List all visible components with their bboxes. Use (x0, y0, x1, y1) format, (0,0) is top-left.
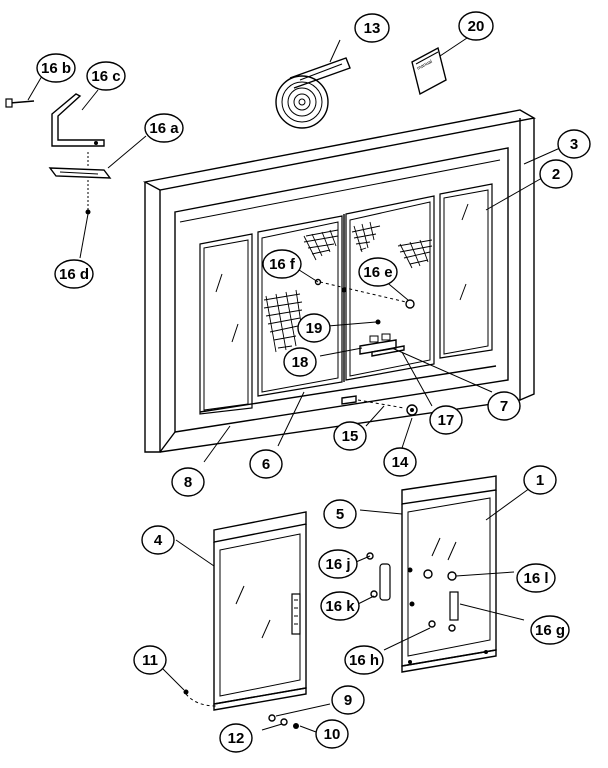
nut-part-12 (280, 718, 288, 726)
callout-19: 19 (297, 313, 331, 343)
screw-part-16d (85, 209, 91, 215)
callout-16c: 16 b (36, 53, 76, 83)
callout-7: 7 (487, 391, 521, 421)
right-door-part-1 (401, 475, 497, 673)
svg-text:16 c: 16 c (91, 68, 120, 85)
callout-11: 11 (133, 645, 167, 675)
svg-text:19: 19 (306, 320, 323, 337)
svg-text:11: 11 (142, 652, 158, 669)
callout-14: 14 (383, 447, 417, 477)
bracket-part-16b (51, 93, 105, 147)
svg-text:9: 9 (344, 692, 352, 709)
callout-16k: 16 k (320, 591, 360, 621)
svg-text:20: 20 (468, 18, 485, 35)
svg-text:3: 3 (570, 136, 578, 153)
callout-16g: 16 g (530, 615, 570, 645)
svg-text:16 g: 16 g (535, 622, 565, 639)
callout-8: 8 (171, 467, 205, 497)
callout-3: 3 (557, 129, 591, 159)
svg-text:16 b: 16 b (41, 60, 71, 77)
svg-text:16 k: 16 k (325, 598, 355, 615)
svg-text:8: 8 (184, 474, 192, 491)
svg-text:manual: manual (416, 59, 433, 72)
callout-16h: 16 h (344, 645, 384, 675)
left-door-part-4 (213, 511, 307, 711)
mesh-screen-pattern (263, 221, 433, 353)
callout-16e: 16 e (358, 257, 398, 287)
screw-part-19 (375, 319, 381, 325)
callout-10: 10 (315, 719, 349, 749)
callout-12: 12 (219, 723, 253, 753)
callout-15: 15 (333, 421, 367, 451)
svg-text:13: 13 (364, 20, 381, 37)
callout-16l: 16 l (516, 563, 556, 593)
svg-text:16 e: 16 e (363, 264, 392, 281)
nut-part-10 (293, 723, 299, 729)
svg-text:16 d: 16 d (59, 266, 89, 283)
svg-text:1: 1 (536, 472, 544, 489)
callout-6: 6 (249, 449, 283, 479)
hinge-parts-16h-16j-16k (366, 552, 459, 632)
callout-4: 4 (141, 525, 175, 555)
svg-text:6: 6 (262, 456, 270, 473)
washer-part-9 (268, 714, 276, 722)
callout-16f: 16 f (262, 249, 302, 279)
callout-16h-text: 16 h (349, 652, 379, 669)
plate-part-16a (48, 167, 112, 179)
handle-slot-part-15 (341, 395, 357, 405)
svg-text:16 f: 16 f (269, 256, 296, 273)
clip-part-17 (371, 345, 405, 357)
callout-16b: 16 c (86, 61, 126, 91)
callout-9: 9 (331, 685, 365, 715)
svg-text:18: 18 (292, 354, 309, 371)
svg-text:17: 17 (438, 412, 455, 429)
svg-text:7: 7 (500, 398, 508, 415)
gasket-roll-part-13 (275, 57, 351, 129)
callout-20: 20 (458, 11, 494, 41)
svg-text:4: 4 (154, 532, 163, 549)
screw-part-16c (5, 98, 35, 108)
callout-1: 1 (523, 465, 557, 495)
svg-text:16 l: 16 l (523, 570, 548, 587)
svg-text:16 j: 16 j (325, 556, 350, 573)
fireplace-frame-assembly (142, 109, 536, 453)
knob-part-16e (405, 299, 415, 309)
callout-16d: 16 d (54, 259, 94, 289)
callout-13: 13 (354, 13, 390, 43)
callout-17: 17 (429, 405, 463, 435)
callout-2: 2 (539, 159, 573, 189)
callout-18: 18 (283, 347, 317, 377)
svg-text:2: 2 (552, 166, 560, 183)
callout-16j: 16 j (318, 549, 358, 579)
nut-part-14 (406, 404, 418, 416)
leader-lines (27, 35, 561, 733)
svg-text:16 a: 16 a (149, 120, 179, 137)
callout-5: 5 (323, 499, 357, 529)
svg-text:5: 5 (336, 506, 344, 523)
screw-part-11 (183, 689, 189, 695)
svg-text:10: 10 (324, 726, 341, 743)
callout-16a: 16 a (144, 113, 184, 143)
svg-text:14: 14 (392, 454, 409, 471)
svg-text:12: 12 (228, 730, 245, 747)
svg-text:15: 15 (342, 428, 359, 445)
